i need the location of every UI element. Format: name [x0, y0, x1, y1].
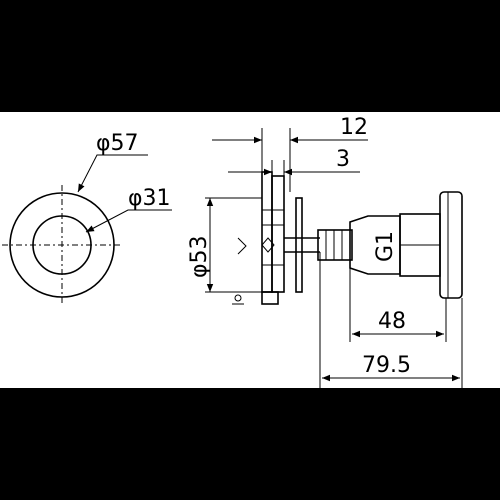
thread-section: [317, 229, 353, 261]
dim-12-label: 12: [340, 115, 368, 140]
side-view: φ53 G1 12: [187, 115, 463, 388]
small-circle-mark: [234, 294, 242, 302]
front-view: φ57 φ31: [2, 131, 172, 305]
leader-inner: [85, 209, 172, 233]
washer-mark: [237, 237, 247, 255]
outer-diameter-label: φ57: [96, 131, 139, 156]
nut-body: [271, 175, 285, 293]
dim-3-label: 3: [336, 147, 350, 172]
knob-outer: [439, 191, 463, 299]
thread-label: G1: [373, 231, 398, 262]
flange-diameter-label: φ53: [187, 235, 212, 278]
flange-plate: [261, 171, 273, 293]
dim-48-label: 48: [378, 309, 406, 334]
center-diamond: [261, 237, 275, 253]
thin-washer: [295, 197, 303, 293]
inner-diameter-label: φ31: [128, 186, 171, 211]
drawing-sheet: [0, 112, 500, 388]
dim-79-label: 79.5: [362, 353, 411, 378]
leader-outer: [77, 154, 148, 193]
nut-bottom-tab: [261, 291, 279, 305]
